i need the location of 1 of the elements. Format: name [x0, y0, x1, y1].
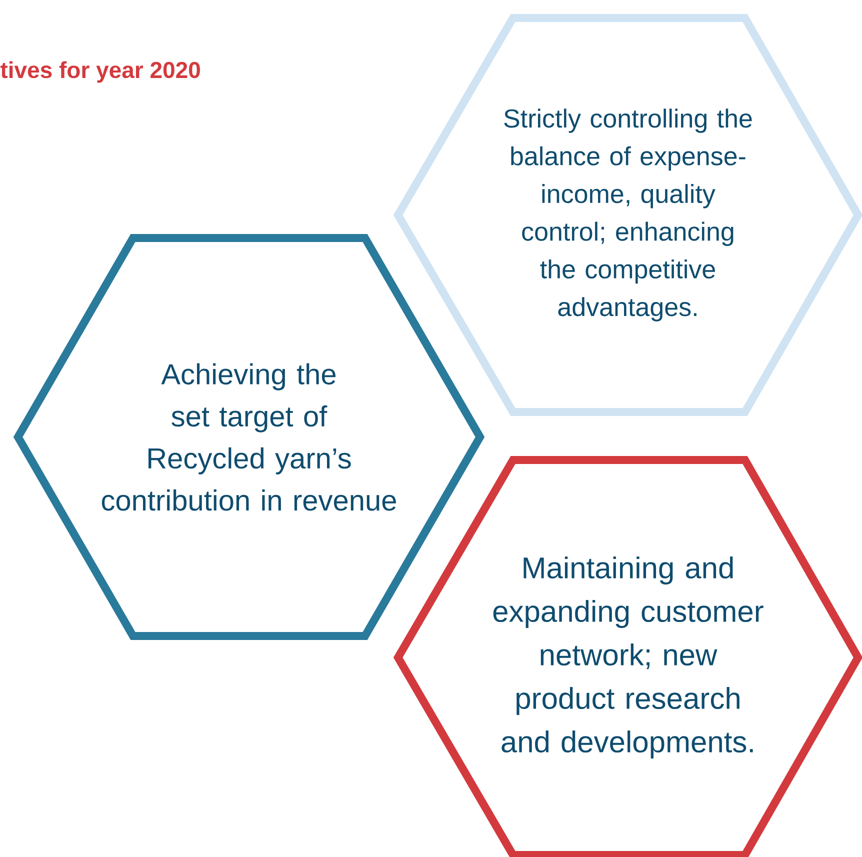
title: tives for year 2020	[0, 61, 200, 83]
